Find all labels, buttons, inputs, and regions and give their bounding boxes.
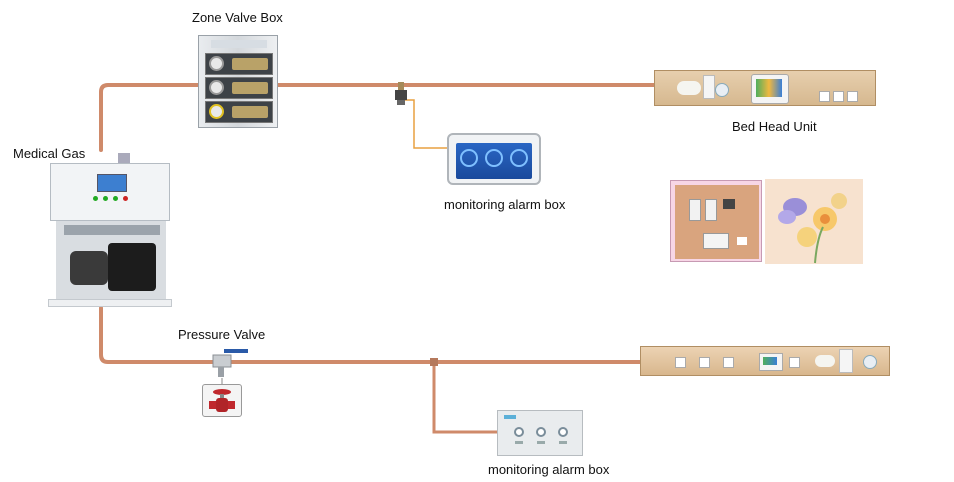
top-pipe [99,83,200,152]
socket-icon [699,357,710,368]
monitoring-alarm-box-tablet [447,133,541,185]
zone-valve-row [205,101,273,123]
zone-valve-row [205,77,273,99]
monitoring-alarm-box-bottom-label: monitoring alarm box [488,462,610,477]
gate-valve-icon [202,384,242,417]
bed-head-unit-label: Bed Head Unit [732,119,817,134]
gauge-icon [209,80,224,95]
pump-motor [108,243,156,291]
pressure-valve-label: Pressure Valve [178,327,266,342]
bed-head-unit-bottom [640,346,890,376]
display-icon [759,353,783,371]
control-cabinet [50,163,170,221]
medical-gas-label: Medical Gas [13,146,86,161]
compressor [70,251,108,285]
pressure-sensor [395,82,407,105]
monitoring-alarm-box-top-label: monitoring alarm box [444,197,566,212]
medical-gas-unit [48,153,174,309]
flowmeter-icon [703,75,715,99]
outlet-icon [715,83,729,97]
valve-icon [232,82,268,94]
control-display [97,174,127,192]
gas-outlet-icon [677,81,701,95]
gauge-icon [209,104,224,119]
pump-frame [56,221,166,301]
socket-icon [819,91,830,102]
zone-valve-box-label: Zone Valve Box [192,10,283,25]
pipe-tee [430,358,438,366]
zone-valve-box-header [211,40,267,48]
copper-pipes [99,83,658,434]
signal-line [402,99,447,149]
socket-icon [675,357,686,368]
gauge-icon [209,56,224,71]
flowmeter-icon [705,199,717,221]
socket-icon [833,91,844,102]
wall-panel [670,180,762,262]
bed-head-unit [654,70,876,106]
display-screen-icon [751,74,789,104]
outlet-icon [723,199,735,209]
alarm-indicator-icon [536,427,546,437]
zone-valve-box [198,35,278,128]
flowmeter-icon [689,199,701,221]
inline-pressure-valve [212,349,248,377]
gas-outlet-icon [815,355,835,367]
valve-icon [232,106,268,118]
outlet-icon [863,355,877,369]
flower-artwork [765,179,863,264]
alarm-indicator-icon [514,427,524,437]
display-icon [703,233,729,249]
alarm-screen [456,143,532,179]
valve-icon [232,58,268,70]
bottom-pipe [99,306,642,364]
alarm-indicator-icon [558,427,568,437]
socket-icon [789,357,800,368]
flowmeter-icon [839,349,853,373]
monitoring-alarm-box-panel [497,410,583,456]
socket-icon [847,91,858,102]
zone-valve-row [205,53,273,75]
bottom-branch [432,360,499,434]
socket-icon [723,357,734,368]
